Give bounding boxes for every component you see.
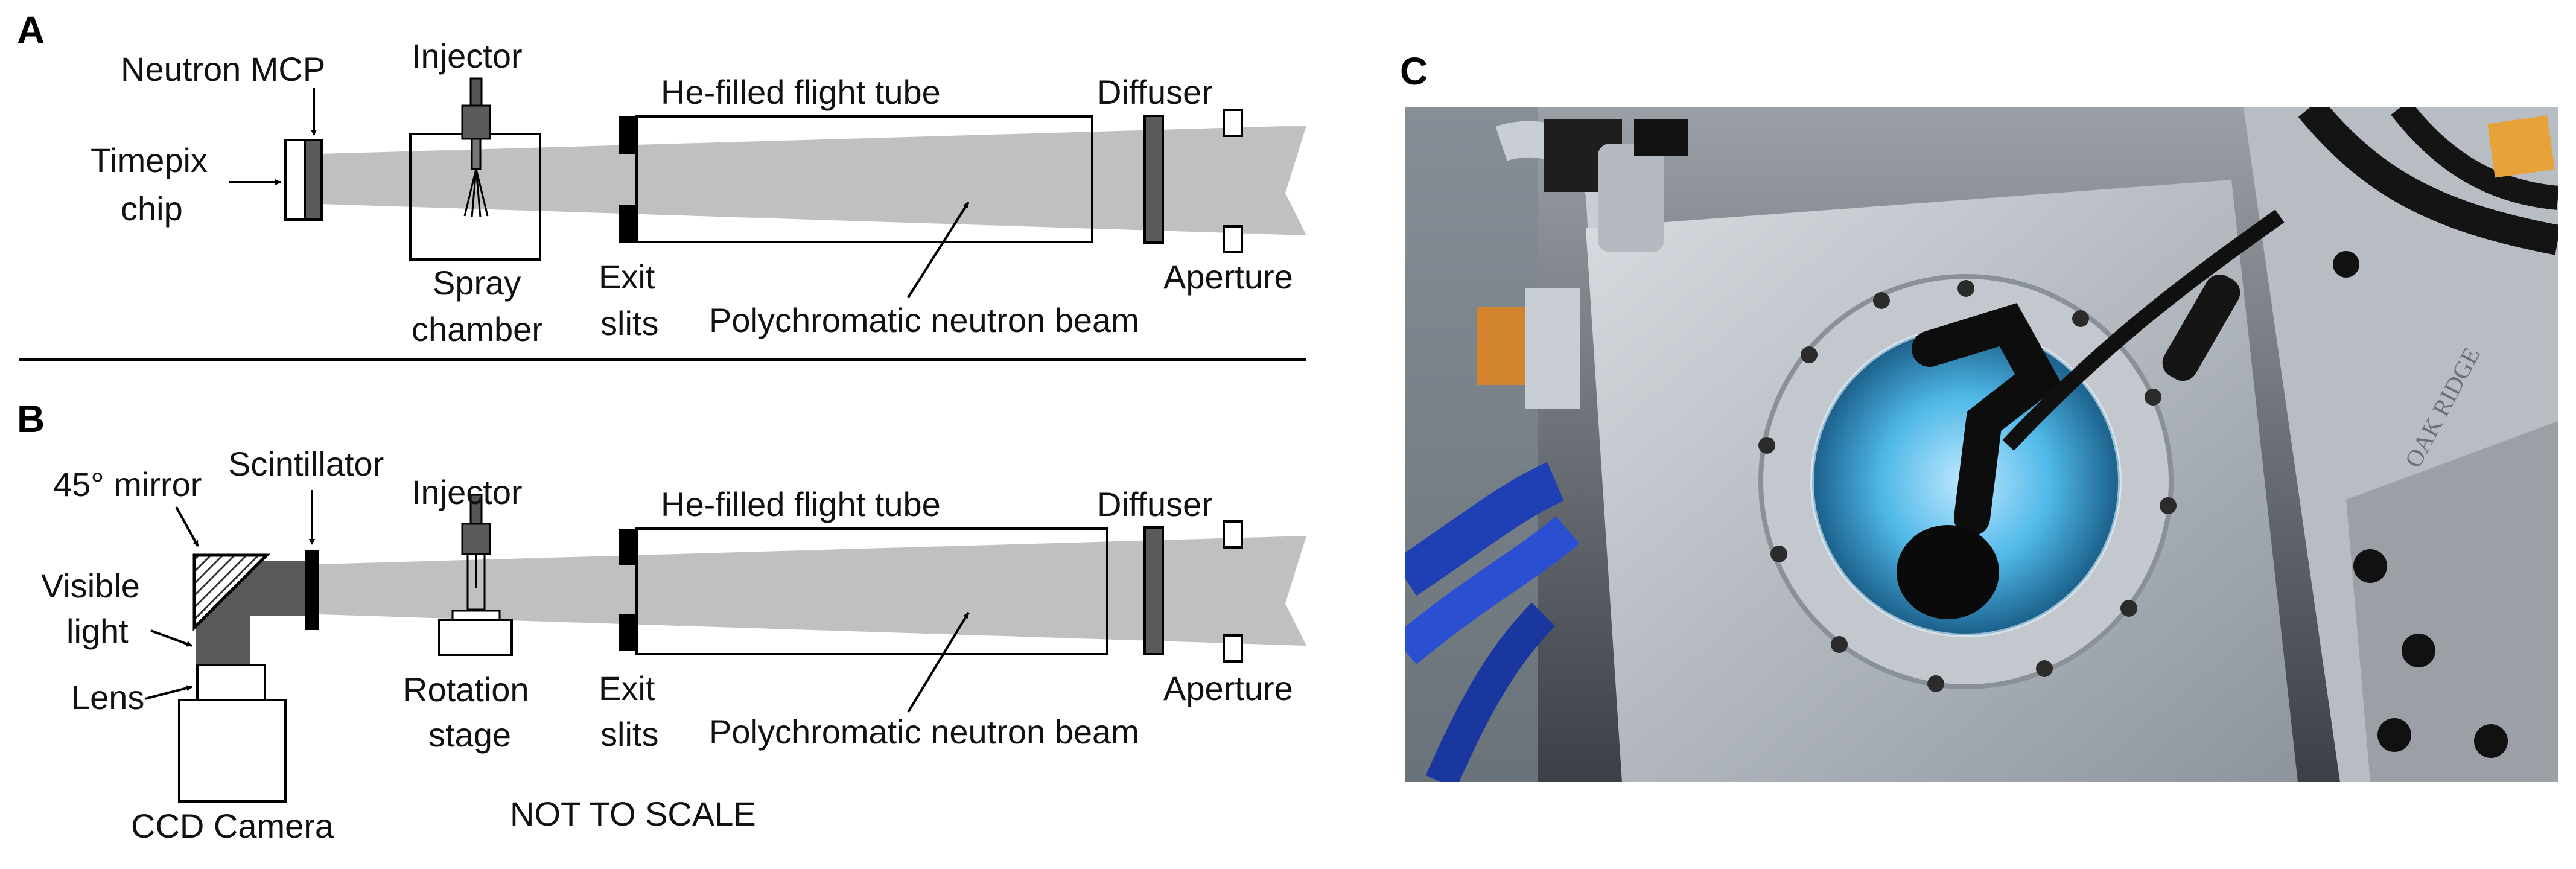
- panel-b: B 45° mirror Scintillator Visible light …: [17, 397, 1306, 845]
- panel-b-exit-slit-bottom: [619, 614, 637, 651]
- label-rotation-line1: Rotation: [403, 670, 529, 708]
- label-timepix-line2: chip: [121, 189, 183, 228]
- label-injector-a: Injector: [412, 37, 523, 75]
- panel-a-timepix-chip: [284, 139, 306, 221]
- label-flight-tube-b: He-filled flight tube: [661, 485, 941, 523]
- panel-b-rotation-stage: [438, 619, 513, 656]
- label-diffuser-b: Diffuser: [1097, 485, 1213, 523]
- label-aperture-a: Aperture: [1163, 258, 1293, 296]
- label-aperture-b: Aperture: [1163, 669, 1293, 707]
- panel-c-photo: OAK RIDGE: [1405, 107, 2558, 782]
- panel-a-flight-tube: [635, 115, 1093, 243]
- panel-b-letter: B: [17, 397, 45, 441]
- panel-c-letter: C: [1400, 49, 1428, 93]
- label-neutron-mcp: Neutron MCP: [121, 50, 325, 88]
- panel-b-lens: [196, 664, 266, 701]
- label-exit-a-line2: slits: [600, 304, 658, 342]
- label-timepix-line1: Timepix: [91, 141, 208, 179]
- panel-b-exit-slit-top: [619, 529, 637, 565]
- label-rotation-line2: stage: [428, 716, 511, 754]
- label-exit-b-line1: Exit: [599, 669, 655, 707]
- panel-a-diffuser: [1143, 115, 1164, 244]
- label-not-to-scale: NOT TO SCALE: [510, 795, 756, 833]
- label-visible-line2: light: [66, 612, 129, 650]
- label-scintillator: Scintillator: [228, 445, 384, 483]
- label-exit-a-line1: Exit: [599, 258, 655, 296]
- label-exit-b-line2: slits: [600, 715, 658, 753]
- panel-b-neutron-beam: [319, 536, 1306, 646]
- panel-a-exit-slit-bottom: [619, 205, 637, 243]
- panel-a: A Neutron MCP Timepix chip Injector Spra…: [17, 8, 1306, 348]
- label-lens: Lens: [71, 678, 144, 716]
- label-visible-line1: Visible: [41, 567, 140, 605]
- panel-a-neutron-beam: [320, 126, 1306, 235]
- panel-a-injector: [461, 77, 491, 218]
- panel-b-ccd-camera: [178, 699, 287, 803]
- label-spray-line1: Spray: [433, 264, 521, 302]
- panel-b-aperture-bottom: [1223, 634, 1243, 663]
- panel-b-flight-tube: [635, 527, 1108, 655]
- panel-b-aperture-top: [1223, 520, 1243, 549]
- photo-illustration: OAK RIDGE: [1405, 107, 2558, 782]
- panel-a-letter: A: [17, 8, 45, 52]
- label-beam-b: Polychromatic neutron beam: [709, 713, 1139, 751]
- label-ccd: CCD Camera: [131, 807, 334, 845]
- label-spray-line2: chamber: [412, 310, 543, 348]
- panel-b-45-mirror: [192, 553, 271, 632]
- label-mirror: 45° mirror: [53, 465, 202, 503]
- panel-b-diffuser: [1143, 526, 1164, 655]
- panel-a-exit-slit-top: [619, 116, 637, 154]
- panel-a-aperture-top: [1223, 109, 1243, 137]
- panel-a-aperture-bottom: [1223, 225, 1243, 253]
- panel-a-neutron-mcp: [304, 139, 323, 221]
- label-flight-tube-a: He-filled flight tube: [661, 73, 941, 111]
- label-diffuser-a: Diffuser: [1097, 73, 1213, 111]
- label-beam-a: Polychromatic neutron beam: [709, 301, 1139, 339]
- label-injector-b: Injector: [412, 473, 523, 511]
- panel-b-scintillator: [305, 550, 319, 630]
